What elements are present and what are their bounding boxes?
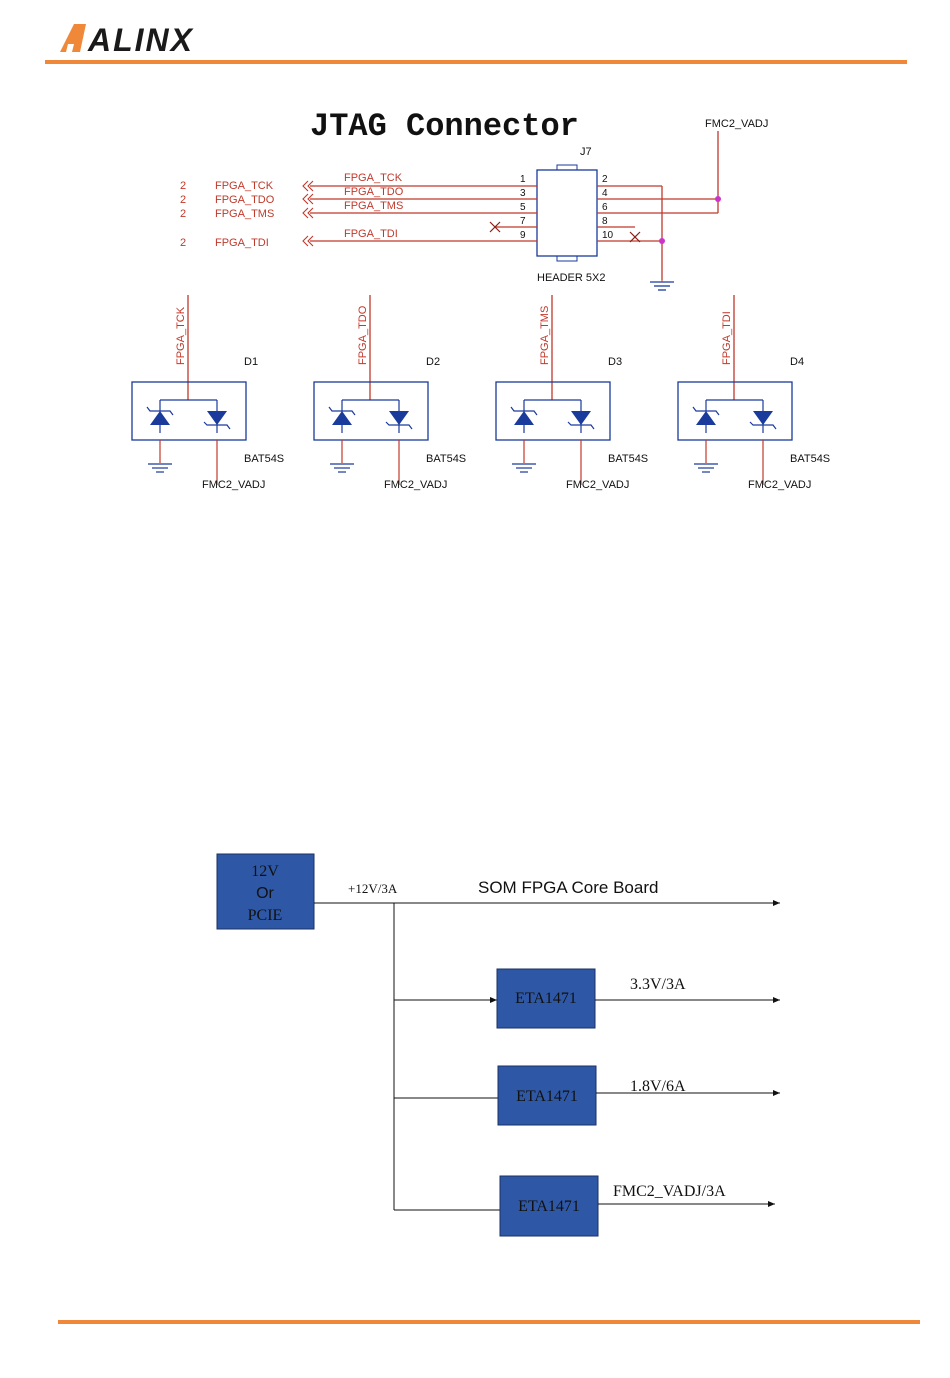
diode-supply: FMC2_VADJ — [566, 479, 629, 491]
diode-part: BAT54S — [244, 453, 284, 465]
wire-label: FPGA_TCK — [344, 172, 403, 184]
regulator-block — [497, 1065, 597, 1126]
junction-dot — [659, 238, 665, 244]
diode-icon — [514, 411, 534, 425]
diode-package — [313, 381, 429, 441]
pin-number: 10 — [602, 230, 614, 241]
main-rail-label: +12V/3A — [348, 881, 398, 896]
diode-icon — [696, 411, 716, 425]
pin-number: 1 — [520, 174, 526, 185]
diode-part: BAT54S — [790, 453, 830, 465]
diode-net-label: FPGA_TDI — [721, 311, 733, 365]
main-rail-destination: SOM FPGA Core Board — [478, 878, 658, 897]
sheet-ref: 2 — [180, 180, 186, 192]
port-label: FPGA_TDO — [215, 194, 275, 206]
diode-package — [677, 381, 793, 441]
wire-label: FPGA_TMS — [344, 200, 403, 212]
ground-icon — [330, 463, 354, 473]
logo-text: ALINX — [87, 22, 194, 58]
diode-net-label: FPGA_TCK — [175, 306, 187, 365]
jtag-schematic: JTAG Connector FMC2_VADJ J7 HEADER 5X2 1… — [131, 108, 830, 491]
diode-package — [131, 381, 247, 441]
ground-icon — [148, 463, 172, 473]
power-source-block — [216, 853, 315, 930]
wire-label: FPGA_TDO — [344, 186, 404, 198]
diode-icon — [332, 411, 352, 425]
jtag-header — [536, 169, 598, 257]
diode-net-label: FPGA_TMS — [539, 306, 551, 365]
sheet-ref: 2 — [180, 208, 186, 220]
diode-net-label: FPGA_TDO — [357, 305, 369, 365]
regulator-name: ETA1471 — [518, 1198, 580, 1215]
ground-icon — [650, 281, 674, 291]
diode-supply: FMC2_VADJ — [202, 479, 265, 491]
connector-name: HEADER 5X2 — [537, 272, 605, 284]
pin-number: 5 — [520, 202, 526, 213]
regulator-block — [496, 968, 596, 1029]
sheet-ref: 2 — [180, 237, 186, 249]
diode-ref: D3 — [608, 356, 622, 368]
port-label: FPGA_TMS — [215, 208, 274, 220]
pin-number: 3 — [520, 188, 526, 199]
wire-label: FPGA_TDI — [344, 228, 398, 240]
ground-icon — [512, 463, 536, 473]
logo-a-mark — [60, 24, 86, 52]
diode-icon — [389, 411, 409, 425]
diode-part: BAT54S — [426, 453, 466, 465]
diode-icon — [571, 411, 591, 425]
pin-number: 8 — [602, 216, 608, 227]
pin-number: 6 — [602, 202, 608, 213]
footer-rule — [58, 1320, 920, 1324]
power-net-label: FMC2_VADJ — [705, 118, 768, 130]
port-arrow-icons — [302, 180, 314, 247]
diode-ref: D4 — [790, 356, 804, 368]
diode-package — [495, 381, 611, 441]
regulator-output: 3.3V/3A — [630, 976, 686, 993]
connector-ref: J7 — [580, 146, 592, 158]
pin-number: 4 — [602, 188, 608, 199]
diode-ref: D2 — [426, 356, 440, 368]
regulator-output: FMC2_VADJ/3A — [613, 1183, 726, 1200]
power-block-diagram: 12V Or PCIE +12V/3A SOM FPGA Core Board … — [216, 853, 780, 1237]
pin-number: 9 — [520, 230, 526, 241]
jtag-title: JTAG Connector — [310, 108, 579, 145]
alinx-logo: ALINX — [60, 22, 194, 58]
diode-icon — [207, 411, 227, 425]
ground-icon — [694, 463, 718, 473]
regulator-output: 1.8V/6A — [630, 1078, 686, 1095]
diode-ref: D1 — [244, 356, 258, 368]
diode-icon — [150, 411, 170, 425]
diode-icon — [753, 411, 773, 425]
power-source-line: PCIE — [248, 907, 283, 924]
power-source-line: 12V — [251, 863, 279, 880]
header-rule — [45, 60, 907, 64]
diode-supply: FMC2_VADJ — [384, 479, 447, 491]
port-label: FPGA_TCK — [215, 180, 274, 192]
diode-supply: FMC2_VADJ — [748, 479, 811, 491]
regulator-name: ETA1471 — [515, 990, 577, 1007]
pin-number: 2 — [602, 174, 608, 185]
port-label: FPGA_TDI — [215, 237, 269, 249]
regulator-name: ETA1471 — [516, 1088, 578, 1105]
junction-dot — [715, 196, 721, 202]
pin-number: 7 — [520, 216, 526, 227]
regulator-block — [499, 1175, 599, 1237]
diode-part: BAT54S — [608, 453, 648, 465]
sheet-ref: 2 — [180, 194, 186, 206]
power-source-line: Or — [256, 885, 274, 902]
